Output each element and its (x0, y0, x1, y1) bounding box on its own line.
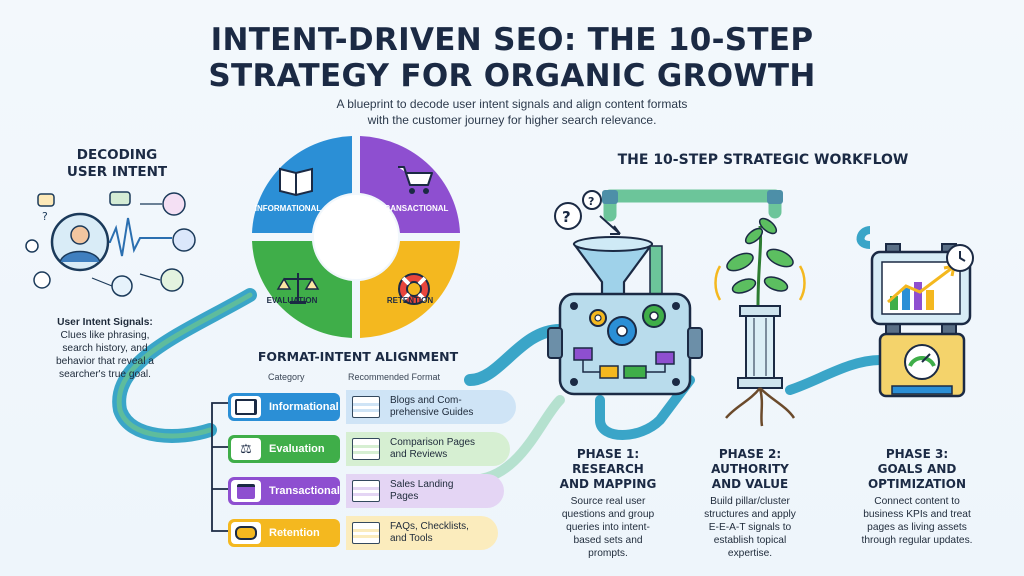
decoding-heading-line-2: USER INTENT (66, 164, 168, 180)
chart-bar (914, 282, 922, 310)
dot-icon (25, 239, 39, 253)
signal-wave (92, 217, 172, 257)
format-thumbnail-icon (352, 480, 380, 502)
workflow-heading: THE 10-STEP STRATEGIC WORKFLOW (617, 152, 909, 168)
top-pipe-joint-left (602, 190, 618, 204)
pipe-phase1-to-phase2 (595, 375, 695, 440)
gear-icon (642, 304, 666, 328)
column-header-format: Recommended Format (348, 372, 441, 382)
workflow-illustration: ? ? (547, 190, 974, 427)
signals-label: User Intent Signals: (57, 317, 153, 328)
handshake-icon (231, 522, 261, 544)
column-header-category: Category (268, 372, 305, 382)
alignment-heading: FORMAT-INTENT ALIGNMENT (257, 349, 459, 364)
category-label: Retention (269, 527, 320, 539)
funnel-icon (572, 242, 654, 300)
wheel-label-transactional: TRANSACTIONAL (379, 204, 449, 213)
chat-bubble-icon (37, 193, 55, 207)
question-bubble-icon: ? (554, 202, 582, 230)
target-icon (33, 271, 51, 289)
wheel-label-retention: RETENTION (386, 296, 434, 305)
category-label: Evaluation (269, 443, 325, 455)
flow-node (623, 365, 647, 379)
wheel-quadrant-evaluation (252, 241, 352, 338)
format-label: Blogs and Com-prehensive Guides (390, 395, 474, 418)
pipe-phase2-to-phase3 (785, 355, 885, 395)
user-intent-signals: User Intent Signals: Clues like phrasing… (56, 317, 154, 380)
flow-node (573, 347, 593, 361)
shopping-cart-icon (398, 166, 433, 194)
wheel-center (314, 195, 398, 279)
pipe-phase3-top (856, 226, 871, 249)
format-retention: FAQs, Checklists,and Tools (346, 516, 498, 550)
chart-bar (902, 288, 910, 310)
decoding-illustration: ? (25, 191, 196, 297)
format-thumbnail-icon (352, 522, 380, 544)
chart-bar (890, 296, 898, 310)
question-mark-icon: ? (42, 210, 48, 223)
decoding-heading-line-1: DECODING (76, 147, 158, 163)
roots-icon (725, 387, 796, 427)
signal-arc-icon (714, 265, 806, 301)
title-line-1: INTENT-DRIVEN SEO: THE 10-STEP (210, 22, 814, 58)
format-thumbnail-icon (352, 438, 380, 460)
brain-icon (172, 228, 196, 252)
format-informational: Blogs and Com-prehensive Guides (346, 390, 516, 424)
category-informational: Informational (228, 393, 340, 421)
intent-wheel (252, 136, 460, 338)
profile-icon (162, 192, 186, 216)
decoding-heading: DECODING USER INTENT (52, 147, 182, 181)
category-transactional: Transactional (228, 477, 340, 505)
gear-icon (589, 309, 607, 327)
category-evaluation: ⚖ Evaluation (228, 435, 340, 463)
head-icon (111, 275, 133, 297)
wheel-label-informational: INFORMATIONAL (254, 204, 322, 213)
profile-icon (160, 268, 184, 292)
chart-bar (926, 290, 934, 310)
category-label: Transactional (269, 485, 340, 497)
growth-arrow-icon (887, 266, 953, 304)
chat-bubble-icon (109, 191, 131, 206)
credit-card-icon (231, 480, 261, 502)
pillar-icon (737, 305, 783, 389)
scales-icon (276, 273, 320, 304)
format-label: FAQs, Checklists,and Tools (390, 521, 469, 544)
subtitle-line-2: with the customer journey for higher sea… (367, 113, 657, 127)
flow-node (655, 351, 675, 365)
subtitle: A blueprint to decode user intent signal… (212, 96, 812, 128)
subtitle-line-1: A blueprint to decode user intent signal… (336, 97, 688, 111)
book-icon (231, 396, 261, 418)
intent-swoosh-highlight (116, 292, 253, 439)
svg-text:?: ? (562, 208, 571, 226)
gauge-icon (904, 344, 940, 380)
category-label: Informational (269, 401, 339, 413)
page-title: INTENT-DRIVEN SEO: THE 10-STEP STRATEGY … (0, 22, 1024, 94)
category-retention: Retention (228, 519, 340, 547)
scales-icon: ⚖ (231, 438, 261, 460)
growing-plant-icon (726, 217, 794, 307)
flow-node (599, 365, 619, 379)
format-thumbnail-icon (352, 396, 380, 418)
svg-text:?: ? (588, 195, 594, 208)
title-line-2: STRATEGY FOR ORGANIC GROWTH (208, 58, 816, 94)
lifebuoy-icon (398, 273, 430, 305)
question-bubble-icon: ? (582, 190, 602, 210)
wheel-label-evaluation: EVALUATION (266, 296, 318, 305)
clock-icon (946, 244, 974, 272)
category-bracket (211, 402, 230, 532)
top-pipe-joint-right (767, 190, 783, 204)
book-icon (279, 167, 313, 197)
gear-icon (607, 316, 637, 346)
